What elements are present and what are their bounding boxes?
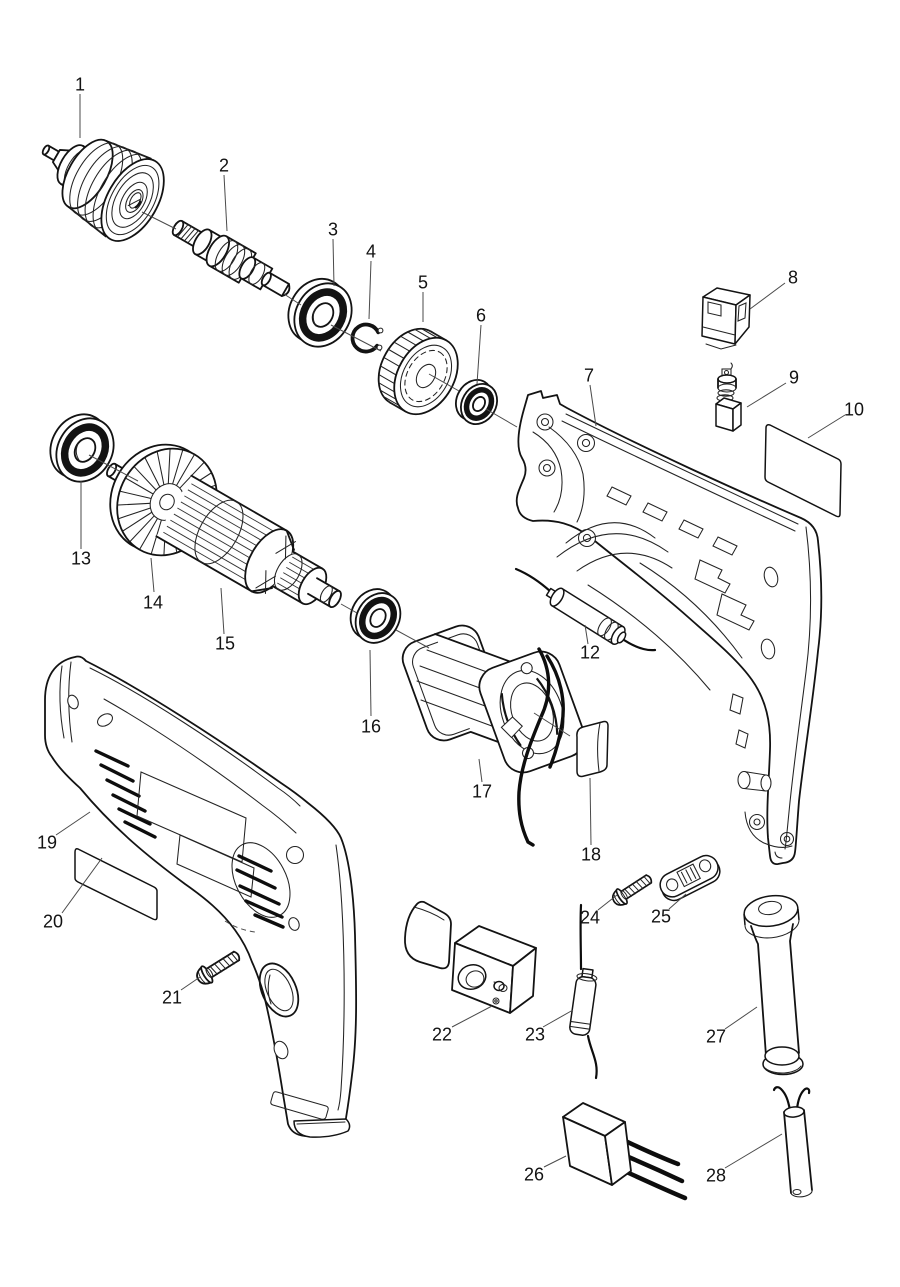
part-14-leader-line bbox=[150, 557, 155, 593]
part-23-capacitor-illustration bbox=[569, 903, 598, 1080]
part-15-armature-and-fan-illustration bbox=[106, 443, 342, 609]
assembly-axis-lines bbox=[88, 211, 571, 737]
part-6-leader-line bbox=[476, 324, 482, 385]
part-3-leader-line bbox=[332, 238, 335, 287]
part-21-screw-illustration bbox=[192, 945, 245, 989]
part-14-number-label: 14 bbox=[143, 593, 163, 613]
part-28-number-label: 28 bbox=[706, 1166, 726, 1186]
assembly-axis-line bbox=[428, 373, 460, 392]
part-20-number-label: 20 bbox=[43, 912, 63, 932]
part-28-power-cord-illustration bbox=[772, 1086, 813, 1198]
part-9-number-label: 9 bbox=[789, 368, 799, 388]
part-22-switch-illustration bbox=[404, 900, 537, 1014]
part-10-name-plate-illustration bbox=[764, 424, 842, 518]
part-4-number-label: 4 bbox=[366, 242, 376, 262]
part-6-ball-bearing-illustration bbox=[455, 379, 498, 425]
part-21-leader-line bbox=[180, 976, 201, 991]
part-17-number-label: 17 bbox=[472, 782, 492, 802]
part-24-leader-line bbox=[597, 894, 618, 911]
part-23-leader-line bbox=[542, 1009, 574, 1028]
assembly-axis-line bbox=[340, 603, 358, 614]
assembly-axis-line bbox=[485, 408, 518, 428]
part-1-chuck-illustration bbox=[41, 138, 165, 242]
part-25-number-label: 25 bbox=[651, 907, 671, 927]
part-22-leader-line bbox=[451, 1005, 493, 1028]
part-13-ball-bearing-illustration bbox=[49, 413, 115, 483]
part-3-number-label: 3 bbox=[328, 220, 338, 240]
part-16-leader-line bbox=[369, 649, 372, 717]
part-7-leader-line bbox=[589, 384, 597, 427]
part-6-number-label: 6 bbox=[476, 306, 486, 326]
part-9-leader-line bbox=[746, 382, 787, 408]
part-22-number-label: 22 bbox=[432, 1025, 452, 1045]
part-27-leader-line bbox=[724, 1006, 758, 1030]
part-19-number-label: 19 bbox=[37, 833, 57, 853]
assembly-axis-line bbox=[533, 712, 571, 737]
part-8-brush-holder-cap-illustration bbox=[701, 287, 751, 350]
assembly-axis-line bbox=[141, 211, 177, 230]
part-26-terminal-box-illustration bbox=[562, 1102, 688, 1201]
assembly-axis-line bbox=[395, 629, 430, 649]
part-10-leader-line bbox=[807, 414, 846, 439]
assembly-axis-line bbox=[330, 324, 382, 352]
part-20-label-plate-illustration bbox=[74, 848, 158, 921]
part-16-number-label: 16 bbox=[361, 717, 381, 737]
assembly-axis-line bbox=[283, 293, 302, 306]
part-27-cord-guard-illustration bbox=[743, 894, 804, 1076]
part-4-retaining-ring-illustration bbox=[350, 322, 384, 354]
part-4-leader-line bbox=[368, 260, 372, 320]
part-15-number-label: 15 bbox=[215, 634, 235, 654]
part-20-leader-line bbox=[61, 857, 103, 914]
part-25-cord-clamp-illustration bbox=[659, 854, 721, 902]
part-17-leader-line bbox=[478, 758, 483, 783]
part-15-leader-line bbox=[220, 587, 225, 635]
part-16-ball-bearing-illustration bbox=[349, 588, 402, 644]
part-19-motor-housing-illustration bbox=[44, 655, 358, 1138]
part-25-leader-line bbox=[668, 893, 687, 910]
part-12-choke-coil-illustration bbox=[514, 567, 657, 652]
part-7-handle-housing-illustration bbox=[515, 390, 823, 865]
part-8-leader-line bbox=[749, 282, 786, 310]
part-24-number-label: 24 bbox=[580, 908, 600, 928]
part-18-number-label: 18 bbox=[581, 845, 601, 865]
part-26-number-label: 26 bbox=[524, 1165, 544, 1185]
part-24-screw-illustration bbox=[608, 869, 656, 910]
part-1-number-label: 1 bbox=[75, 75, 85, 95]
part-18-baffle-plate-illustration bbox=[576, 720, 609, 778]
part-2-number-label: 2 bbox=[219, 156, 229, 176]
part-7-number-label: 7 bbox=[584, 366, 594, 386]
assembly-axis-line bbox=[88, 454, 139, 482]
part-5-gear-illustration bbox=[377, 327, 459, 416]
part-21-number-label: 21 bbox=[162, 988, 182, 1008]
part-2-spindle-illustration bbox=[171, 219, 291, 297]
part-12-number-label: 12 bbox=[580, 643, 600, 663]
part-9-carbon-brush-illustration bbox=[715, 362, 742, 432]
part-5-number-label: 5 bbox=[418, 273, 428, 293]
part-3-ball-bearing-illustration bbox=[287, 277, 353, 348]
part-19-leader-line bbox=[55, 811, 91, 836]
part-12-leader-line bbox=[584, 624, 589, 645]
part-28-leader-line bbox=[724, 1133, 783, 1169]
part-8-number-label: 8 bbox=[788, 268, 798, 288]
part-2-leader-line bbox=[223, 174, 228, 232]
part-10-number-label: 10 bbox=[844, 400, 864, 420]
part-27-number-label: 27 bbox=[706, 1027, 726, 1047]
part-23-number-label: 23 bbox=[525, 1025, 545, 1045]
part-26-leader-line bbox=[543, 1155, 567, 1168]
part-17-field-stator-illustration bbox=[401, 624, 586, 847]
part-18-leader-line bbox=[589, 777, 592, 846]
part-13-number-label: 13 bbox=[71, 549, 91, 569]
